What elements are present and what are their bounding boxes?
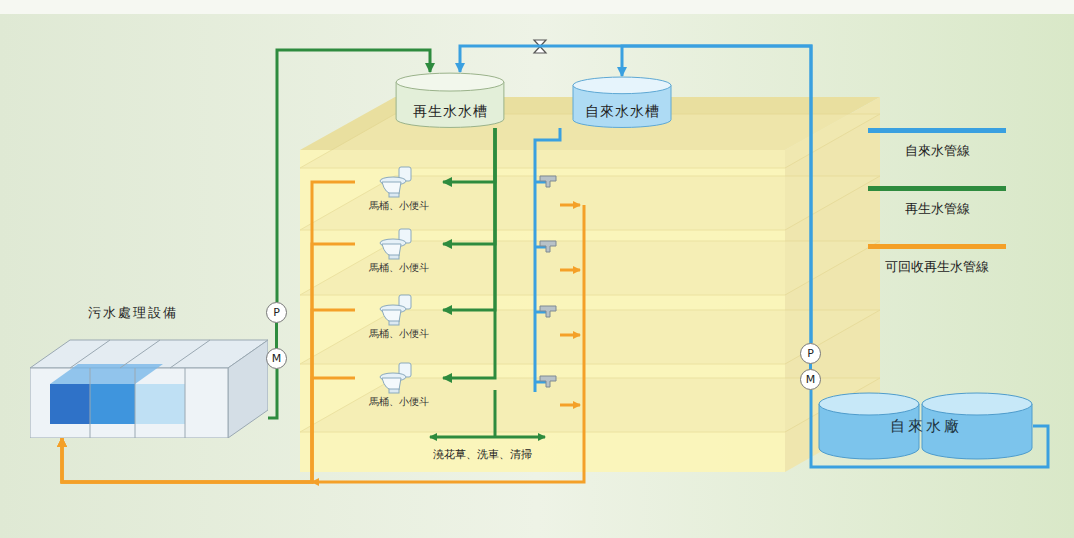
drawing-part (170, 340, 210, 368)
legend-swatch (868, 128, 1006, 133)
drawing-part (560, 269, 580, 272)
pipe-connector (443, 128, 495, 182)
sewage-equipment: 污水處理設備 (30, 338, 268, 438)
toilet-fixture: 馬桶、小便斗 (355, 166, 443, 216)
recycle-pipe (312, 205, 584, 482)
irrigation-pipe (430, 390, 545, 437)
node-label: 馬桶、小便斗 (369, 261, 429, 275)
node-label: M (806, 374, 816, 385)
tank-shape (572, 76, 672, 128)
pump-symbol: P (266, 302, 287, 323)
pipe-connector (443, 128, 495, 244)
tap-water-tank: 自來水水槽 (572, 76, 672, 128)
node-label: P (807, 348, 814, 359)
meter-symbol: M (266, 348, 287, 369)
drawing-part (120, 340, 160, 368)
drawing-part (535, 128, 560, 392)
toilet-icon (377, 166, 417, 198)
drawing-part (70, 340, 110, 368)
toilet-icon (377, 362, 417, 394)
meter-symbol: M (800, 369, 821, 390)
drawing-part (430, 436, 545, 439)
node-label: 再生水水槽 (413, 103, 488, 121)
legend-swatch (868, 244, 1006, 249)
drawing-part (560, 404, 580, 407)
toilet-fixture: 馬桶、小便斗 (355, 362, 443, 412)
toilet-fixture: 馬桶、小便斗 (355, 294, 443, 344)
legend-text: 自來水管線 (905, 142, 970, 160)
drawing-part (389, 255, 399, 259)
faucets (540, 176, 556, 387)
drawing-part (300, 378, 880, 432)
drawing-part (300, 241, 880, 295)
drawing-part (560, 334, 580, 337)
drawing-part (922, 393, 1032, 415)
usage-note: 澆花草、洗車、清掃 (433, 447, 532, 462)
sewage-tank (30, 338, 268, 438)
drawing-part (300, 114, 880, 432)
drawing-part (135, 384, 185, 424)
node-label: 馬桶、小便斗 (369, 395, 429, 409)
drawing-part (185, 368, 186, 438)
drawing-part (494, 390, 497, 437)
node-label: 馬桶、小便斗 (369, 327, 429, 341)
node-label: 馬桶、小便斗 (369, 199, 429, 213)
waterworks: 自來水廠 (818, 392, 1033, 460)
drawing-part (300, 176, 880, 230)
drawing-part (312, 205, 584, 482)
drawing-part (135, 368, 136, 438)
pipe-connector (443, 128, 495, 378)
drawing-part (50, 364, 163, 384)
drawing-part (228, 340, 268, 438)
pipe-connector (443, 128, 495, 310)
toilet-icon (377, 294, 417, 326)
drawing-part (30, 340, 268, 368)
drawing-part (50, 384, 90, 424)
drawing-part (90, 384, 135, 424)
drawing-part (389, 321, 399, 325)
pipe-connector (268, 369, 277, 418)
drawing-part (540, 306, 556, 317)
drawing-part (573, 77, 671, 94)
node-label: M (272, 353, 282, 364)
building (300, 97, 880, 472)
toilet-fixture: 馬桶、小便斗 (355, 228, 443, 278)
node-label: 污水處理設備 (88, 304, 178, 322)
drawing-part (819, 393, 919, 415)
pipe-connector (811, 390, 1048, 467)
tap-water-pipe (535, 128, 560, 392)
drawing-part (300, 310, 880, 364)
legend-text: 再生水管線 (905, 200, 970, 218)
toilet-icon (377, 228, 417, 260)
drawing-part (90, 368, 91, 438)
pump-symbol: P (800, 343, 821, 364)
reclaimed-tank: 再生水水槽 (395, 72, 505, 128)
drawing-part (540, 376, 556, 387)
drawing-part (382, 244, 401, 256)
node-label: 自來水廠 (890, 417, 962, 436)
drawing-part (382, 310, 401, 322)
drawing-part (382, 378, 401, 390)
drawing-part (540, 176, 556, 187)
drawing-part (560, 204, 580, 207)
pipe-connector (460, 46, 811, 343)
pipe-connector (275, 323, 278, 348)
drawing-part (396, 73, 504, 91)
drawing-part (0, 0, 1074, 14)
node-label: 自來水水槽 (585, 103, 660, 121)
node-label: P (273, 307, 280, 318)
tank-shape (395, 72, 505, 128)
drawing-part (382, 182, 401, 194)
drawing-part (540, 241, 556, 252)
legend-text: 可回收再生水管線 (885, 258, 989, 276)
drawing-part (389, 389, 399, 393)
legend-swatch (868, 186, 1006, 191)
drawing-part (389, 193, 399, 197)
